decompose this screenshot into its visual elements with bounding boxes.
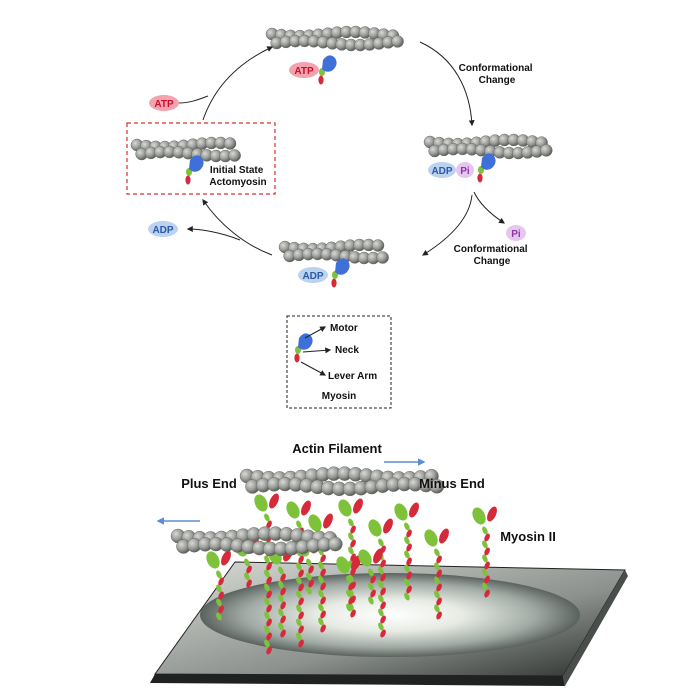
legend-lever-arm-label: Lever Arm bbox=[328, 371, 377, 382]
myosin-ii-head bbox=[351, 555, 361, 571]
myosin-ii-head bbox=[439, 528, 449, 544]
motor-domain bbox=[481, 153, 496, 170]
myosin-ii-head bbox=[254, 494, 268, 512]
legend-arrow-motor bbox=[304, 326, 327, 339]
myosin-ii-head bbox=[206, 551, 220, 569]
myosin-head-detached bbox=[318, 55, 337, 85]
lever-arm bbox=[477, 173, 483, 183]
lever-arm bbox=[318, 75, 324, 85]
conformational-change-label-bottom: Conformational Change bbox=[454, 244, 531, 267]
svg-text:ADP: ADP bbox=[302, 271, 323, 282]
arrow-top-to-right bbox=[419, 41, 475, 127]
adp-badge-left: ADP bbox=[148, 221, 178, 237]
legend-arrow-lever bbox=[300, 361, 327, 376]
myosin-ii-head bbox=[394, 503, 408, 521]
actin-filament-left bbox=[130, 136, 241, 163]
myosin-ii-head bbox=[269, 493, 279, 509]
myosin-ii-head bbox=[338, 499, 352, 517]
lever-arm bbox=[331, 278, 337, 288]
myosin-ii-head bbox=[409, 502, 419, 518]
svg-text:Pi: Pi bbox=[511, 229, 521, 240]
atp-badge-left: ATP bbox=[149, 95, 179, 111]
myosin-ii-molecules bbox=[206, 493, 497, 655]
myosin-ii-molecule bbox=[336, 555, 361, 612]
myosin-ii-head bbox=[472, 507, 486, 525]
actin-monomer bbox=[228, 149, 241, 162]
myosin-ii-molecule bbox=[394, 502, 419, 601]
actin-filament-label: Actin Filament bbox=[292, 441, 382, 456]
myosin-ii-head bbox=[358, 549, 372, 567]
myosin-ii-head bbox=[336, 556, 350, 574]
adp-badge-right: ADP bbox=[428, 162, 456, 178]
motor-domain bbox=[298, 333, 313, 350]
legend-myosin-icon bbox=[294, 333, 313, 363]
actin-monomer bbox=[328, 536, 343, 552]
svg-text:ADP: ADP bbox=[152, 225, 173, 236]
legend-title: Myosin bbox=[322, 391, 356, 402]
myosin-ii-head bbox=[383, 518, 393, 534]
motor-domain bbox=[189, 155, 204, 172]
myosin-ii-head bbox=[487, 506, 497, 522]
myosin-ii-molecule bbox=[424, 528, 449, 620]
legend-arrow-neck bbox=[302, 347, 332, 354]
motor-domain bbox=[335, 258, 350, 275]
actin-filament-top bbox=[265, 25, 404, 52]
actin-filament-bottom bbox=[278, 238, 389, 265]
motor-domain bbox=[322, 55, 337, 72]
actin-monomer bbox=[376, 251, 389, 264]
svg-text:ADP: ADP bbox=[431, 166, 452, 177]
pi-badge-right: Pi bbox=[456, 162, 474, 178]
conformational-change-label-top: Conformational Change bbox=[459, 63, 536, 86]
actin-monomer bbox=[429, 479, 445, 494]
lever-arm bbox=[294, 353, 300, 363]
myosin-ii-head bbox=[301, 500, 311, 516]
actin-filament-right bbox=[423, 133, 553, 160]
coverslip-dish bbox=[200, 573, 580, 657]
myosin-ii-head bbox=[373, 548, 383, 564]
myosin-head-left bbox=[185, 155, 204, 185]
arrow-atp-binding bbox=[177, 95, 209, 104]
myosin-ii-head bbox=[323, 513, 333, 529]
actin-monomer bbox=[391, 35, 404, 48]
myosin-ii-head bbox=[221, 550, 231, 566]
legend-motor-label: Motor bbox=[330, 323, 358, 334]
initial-state-label: Initial State Actomyosin bbox=[209, 165, 266, 188]
initial-state-frame bbox=[126, 122, 276, 195]
myosin-head-right bbox=[477, 153, 496, 183]
pi-released-badge: Pi bbox=[506, 225, 526, 241]
arrow-left-to-top bbox=[202, 46, 274, 121]
atp-badge-top: ATP bbox=[289, 62, 319, 78]
actin-monomer bbox=[223, 137, 237, 150]
svg-text:ATP: ATP bbox=[154, 99, 174, 110]
lever-arm bbox=[185, 175, 191, 185]
myosin-ii-head bbox=[424, 529, 438, 547]
minus-end-label: Minus End bbox=[419, 476, 485, 491]
actin-filament-upper bbox=[239, 466, 445, 497]
svg-text:Pi: Pi bbox=[460, 166, 470, 177]
plus-end-label: Plus End bbox=[181, 476, 237, 491]
actin-monomer bbox=[371, 239, 385, 252]
myosin-ii-head bbox=[353, 498, 363, 514]
myosin-ii-molecule bbox=[358, 548, 383, 605]
myosin-ii-label: Myosin II bbox=[500, 529, 556, 544]
myosin-ii-head bbox=[286, 501, 300, 519]
myosin-ii-molecule bbox=[472, 506, 497, 598]
myosin-ii-head bbox=[308, 514, 322, 532]
legend-neck-label: Neck bbox=[335, 345, 359, 356]
svg-text:ATP: ATP bbox=[294, 66, 314, 77]
arrow-bottom-to-left bbox=[202, 199, 273, 256]
arrow-adp-release bbox=[186, 226, 241, 241]
myosin-legend-box bbox=[286, 315, 392, 409]
arrow-pi-release bbox=[473, 191, 505, 224]
myosin-head-bottom bbox=[331, 258, 350, 288]
actin-monomer bbox=[540, 144, 553, 157]
myosin-ii-molecule bbox=[206, 550, 231, 621]
arrow-right-to-bottom bbox=[421, 194, 473, 256]
adp-badge-bottom: ADP bbox=[298, 267, 328, 283]
myosin-ii-head bbox=[368, 519, 382, 537]
actin-filament-lower bbox=[170, 526, 343, 557]
